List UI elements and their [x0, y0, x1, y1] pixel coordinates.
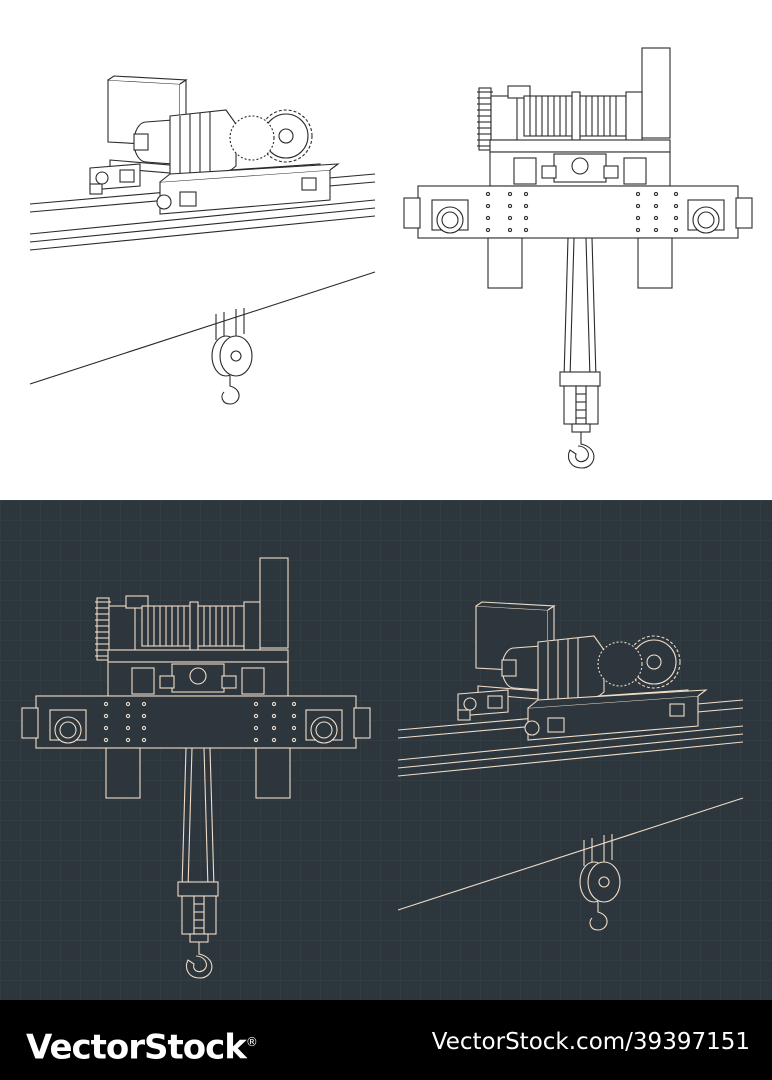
watermark-footer: [0, 1000, 772, 1080]
vectorstock-logo-text: VectorStock: [26, 1027, 247, 1068]
vectorstock-logo: VectorStock®: [26, 1022, 258, 1067]
registered-mark: ®: [245, 1035, 258, 1049]
vectorstock-image-id: VectorStock.com/39397151: [431, 1029, 750, 1055]
